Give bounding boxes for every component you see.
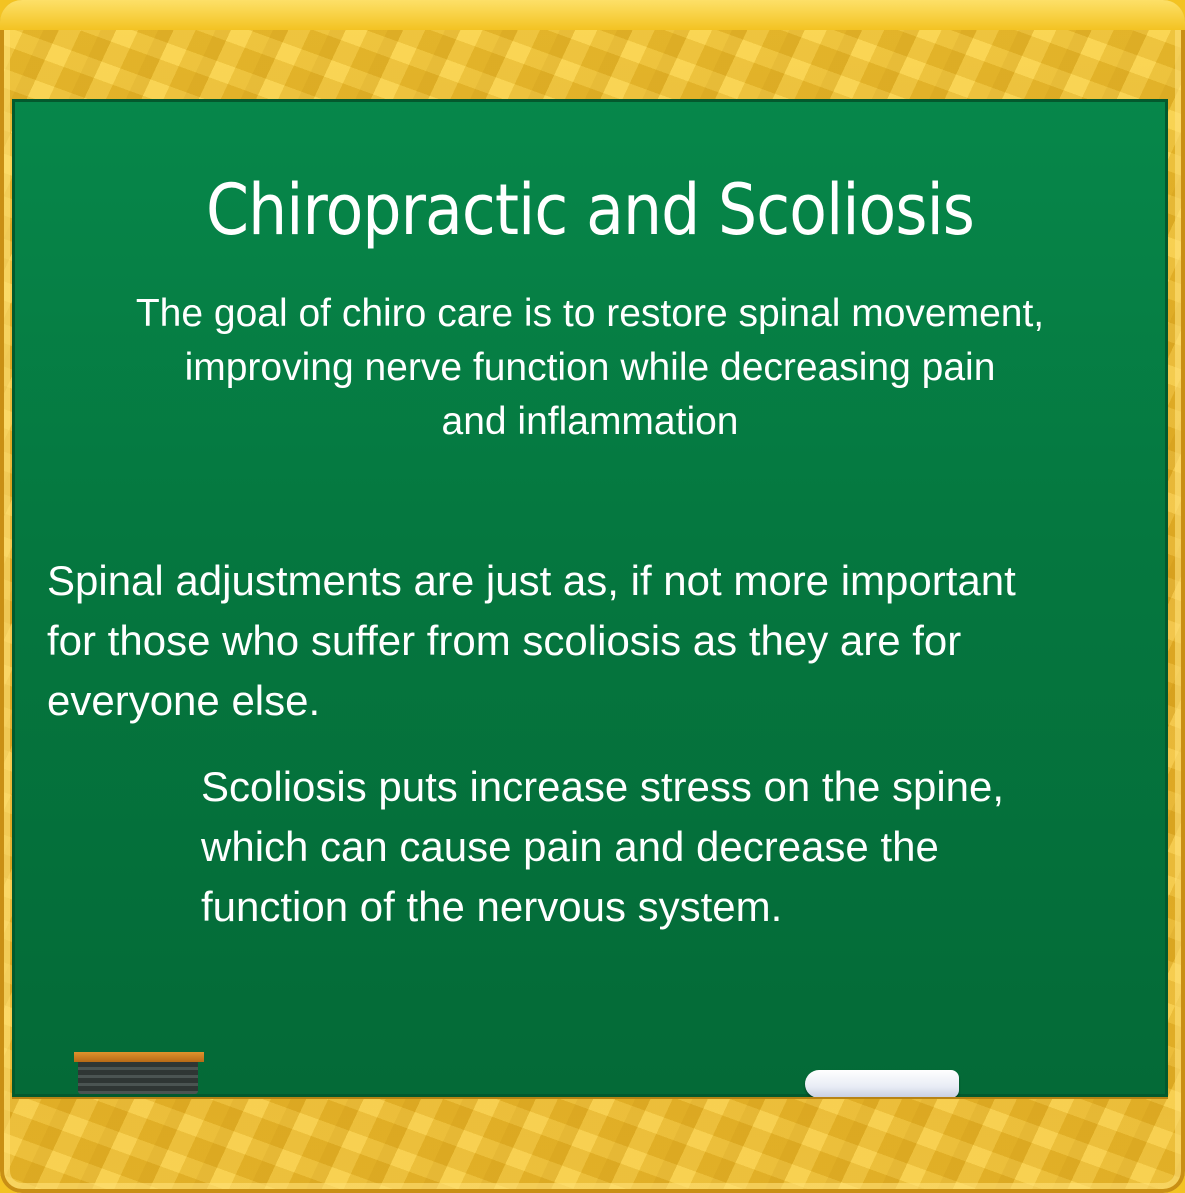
- paragraph-line: which can cause pain and decrease the: [201, 823, 939, 870]
- intro-line: and inflammation: [441, 400, 739, 443]
- paragraph-line: for those who suffer from scoliosis as t…: [47, 617, 962, 664]
- chalk-icon: [805, 1070, 959, 1097]
- frame-highlight: [0, 0, 1185, 30]
- paragraph-line: function of the nervous system.: [201, 883, 783, 930]
- eraser-icon: [74, 1052, 204, 1094]
- paragraph-stress: Scoliosis puts increase stress on the sp…: [201, 757, 1151, 937]
- eraser-felt: [78, 1062, 198, 1094]
- eraser-handle: [74, 1052, 204, 1062]
- chalkboard: Chiropractic and Scoliosis The goal of c…: [12, 99, 1168, 1097]
- intro-text: The goal of chiro care is to restore spi…: [12, 287, 1168, 449]
- paragraph-line: Spinal adjustments are just as, if not m…: [47, 557, 1016, 604]
- paragraph-line: Scoliosis puts increase stress on the sp…: [201, 763, 1005, 810]
- board-title: Chiropractic and Scoliosis: [205, 169, 975, 251]
- intro-line: improving nerve function while decreasin…: [184, 346, 996, 389]
- intro-line: The goal of chiro care is to restore spi…: [135, 292, 1045, 335]
- paragraph-adjustments: Spinal adjustments are just as, if not m…: [47, 551, 1147, 731]
- paragraph-line: everyone else.: [47, 677, 321, 724]
